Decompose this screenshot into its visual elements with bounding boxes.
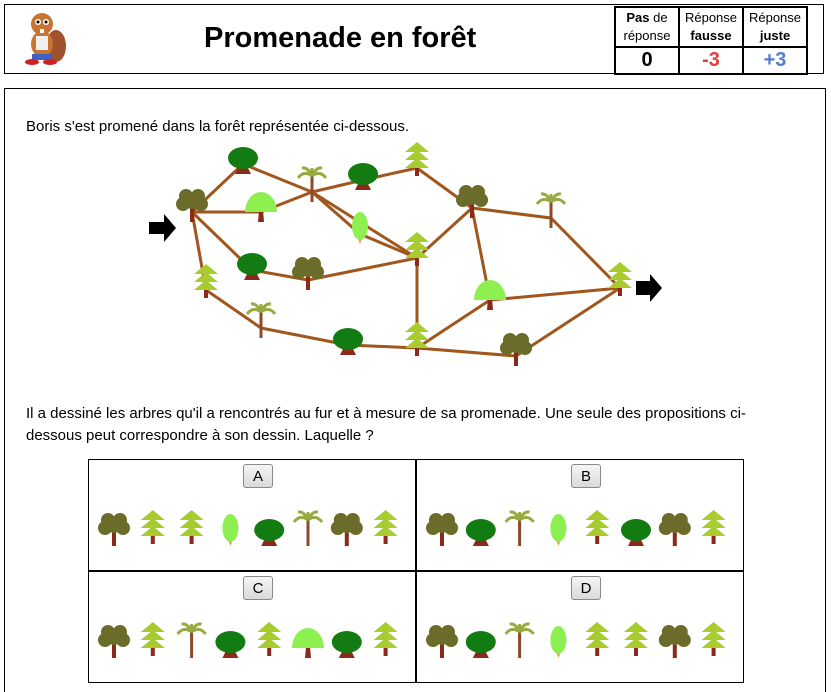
page-title: Promenade en forêt [204, 22, 477, 54]
tree-sequence-a [98, 510, 398, 546]
palm-tree-icon [504, 622, 535, 658]
round-tree-icon [465, 519, 496, 546]
cluster-tree-icon [292, 257, 324, 290]
palm-tree-icon [292, 510, 324, 546]
pine-tree-icon [194, 264, 218, 298]
pine-tree-icon [257, 622, 282, 656]
round-tree-icon [228, 147, 258, 174]
path-segment [416, 346, 517, 358]
cluster-tree-icon [330, 513, 363, 546]
round-tree-icon [254, 519, 285, 546]
path-segment [260, 326, 349, 347]
pine-tree-icon [405, 232, 429, 266]
carrot-tree-icon [550, 514, 567, 546]
forest-map [149, 142, 662, 366]
carrot-tree-icon [352, 212, 368, 244]
task-panel [4, 88, 826, 692]
path-segment [416, 298, 491, 350]
question-text: Il a dessiné les arbres qu'il a rencontr… [26, 405, 746, 444]
round-tree-icon [465, 631, 496, 658]
tree-sequence-b [426, 510, 726, 546]
path-segment [359, 232, 418, 260]
tree-sequence-d [426, 622, 726, 658]
mushroom-tree-icon [474, 280, 506, 310]
header-bar [4, 4, 824, 74]
exit-arrow-icon [636, 274, 662, 302]
carrot-tree-icon [222, 514, 239, 546]
option-card-c[interactable]: C [88, 571, 416, 683]
palm-tree-icon [296, 166, 328, 202]
carrot-tree-icon [550, 626, 567, 658]
cluster-tree-icon [658, 625, 691, 658]
pine-tree-icon [373, 622, 398, 656]
pine-tree-icon [585, 510, 610, 544]
intro-text: Boris s'est promené dans la forêt représ… [26, 118, 410, 135]
palm-tree-icon [504, 510, 535, 546]
palm-tree-icon [535, 192, 567, 228]
mushroom-tree-icon [245, 192, 277, 222]
option-button-d[interactable]: D [571, 576, 601, 600]
score-value-no-answer: 0 [614, 46, 680, 75]
palm-tree-icon [245, 302, 277, 338]
score-value-right: +3 [742, 46, 808, 75]
pine-tree-icon [608, 262, 632, 296]
score-value-wrong: -3 [678, 46, 744, 75]
pine-tree-icon [624, 622, 648, 656]
cluster-tree-icon [658, 513, 691, 546]
path-segment [515, 286, 621, 358]
cluster-tree-icon [426, 513, 458, 546]
cluster-tree-icon [176, 189, 208, 222]
beaver-logo [25, 13, 66, 65]
mushroom-tree-icon [292, 628, 324, 658]
cluster-tree-icon [98, 513, 130, 546]
option-card-d[interactable]: D [416, 571, 744, 683]
pine-tree-icon [701, 622, 726, 656]
palm-tree-icon [176, 622, 207, 658]
pine-tree-icon [140, 510, 165, 544]
round-tree-icon [215, 631, 246, 658]
path-segment [415, 206, 474, 260]
cluster-tree-icon [98, 625, 130, 658]
path-segment [489, 286, 621, 302]
path-segment [471, 206, 552, 220]
pine-tree-icon [140, 622, 165, 656]
entry-arrow-icon [149, 214, 176, 242]
pine-tree-icon [405, 142, 429, 176]
round-tree-icon [621, 519, 651, 546]
tree-sequence-c [98, 622, 398, 658]
option-card-a[interactable]: A [88, 459, 416, 571]
round-tree-icon [348, 163, 378, 190]
option-button-c[interactable]: C [243, 576, 273, 600]
cluster-tree-icon [426, 625, 458, 658]
options-grid: A B C D [88, 459, 745, 685]
round-tree-icon [331, 631, 362, 658]
path-segment [549, 216, 622, 290]
pine-tree-icon [373, 510, 398, 544]
path-segment [205, 288, 262, 330]
round-tree-icon [333, 328, 363, 355]
path-segment [307, 256, 418, 282]
option-button-a[interactable]: A [243, 464, 273, 488]
pine-tree-icon [701, 510, 726, 544]
pine-tree-icon [585, 622, 610, 656]
path-segment [311, 190, 361, 236]
pine-tree-icon [405, 322, 429, 356]
option-card-b[interactable]: B [416, 459, 744, 571]
round-tree-icon [237, 253, 267, 280]
path-segment [242, 162, 313, 194]
option-button-b[interactable]: B [571, 464, 601, 488]
cluster-tree-icon [456, 185, 488, 218]
cluster-tree-icon [500, 333, 532, 366]
pine-tree-icon [179, 510, 204, 544]
